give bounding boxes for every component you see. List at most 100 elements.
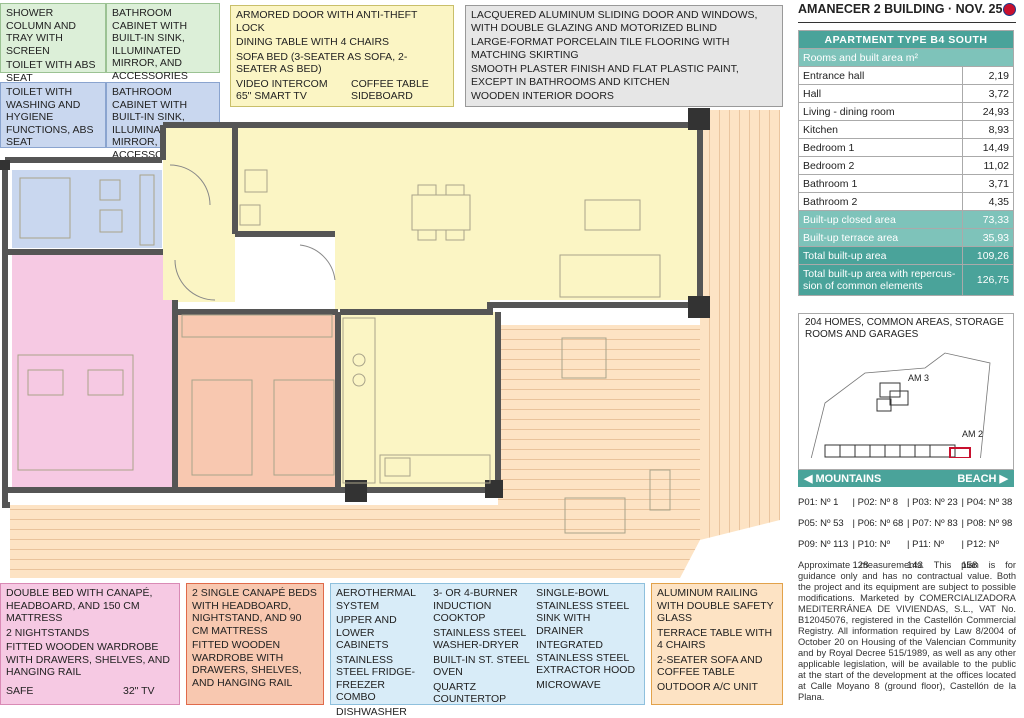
room-name: Entrance hall [799, 67, 963, 85]
terrace-floor [700, 110, 780, 540]
mountains-label: MOUNTAINS [816, 473, 882, 485]
room-name: Hall [799, 85, 963, 103]
terrace-line: 2-SEATER SOFA AND COFFEE TABLE [657, 654, 777, 679]
portal-item: P01: Nº 1 [798, 492, 853, 513]
beach-label: BEACH [957, 473, 996, 485]
room-area: 11,02 [963, 157, 1014, 175]
terrace-line: TERRACE TABLE WITH 4 CHAIRS [657, 627, 777, 652]
area-table-title: APARTMENT TYPE B4 SOUTH [799, 31, 1014, 49]
bath1-cabinet-line: BATHROOM CABINET WITH BUILT-IN SINK, ILL… [112, 7, 214, 82]
area-table: APARTMENT TYPE B4 SOUTH Rooms and built … [798, 30, 1014, 296]
room-area: 3,72 [963, 85, 1014, 103]
living-line: ARMORED DOOR WITH ANTI-THEFT LOCK [236, 9, 448, 34]
kitchen-line: 3- OR 4-BURNER INDUCTION COOKTOP [433, 587, 530, 625]
kitchen-col: AEROTHERMAL SYSTEM UPPER AND LOWER CABIN… [336, 587, 427, 701]
total-name: Built-up closed area [799, 211, 963, 229]
grand-total-line: sion of common elements [803, 280, 923, 292]
kitchen-line: STAINLESS STEEL FRIDGE-FREEZER COMBO [336, 654, 427, 704]
floor-plan [0, 108, 790, 578]
kitchen-line: QUARTZ COUNTERTOP [433, 681, 530, 706]
bedroom2-line: 2 SINGLE CANAPÉ BEDS WITH HEADBOARD, NIG… [192, 587, 318, 637]
total-value: 109,26 [963, 247, 1014, 265]
living-line: DINING TABLE WITH 4 CHAIRS [236, 36, 448, 49]
room-name: Bathroom 2 [799, 193, 963, 211]
bedroom1-item: SAFE [6, 685, 123, 698]
terrace-line: OUTDOOR A/C UNIT [657, 681, 777, 694]
bath1-line: SHOWER COLUMN AND TRAY WITH SCREEN [6, 7, 100, 57]
hall-floor [163, 160, 235, 302]
room-name: Bedroom 1 [799, 139, 963, 157]
kitchen-line: BUILT-IN ST. STEEL OVEN [433, 654, 530, 679]
portal-item: | P03: Nº 23 [907, 492, 962, 513]
grand-total-line: Total built-up area with repercus- [803, 268, 955, 280]
general-line: SMOOTH PLASTER FINISH AND FLAT PLASTIC P… [471, 63, 777, 88]
portal-item: | P02: Nº 8 [853, 492, 908, 513]
total-value: 73,33 [963, 211, 1014, 229]
portal-item: | P08: Nº 98 [962, 513, 1017, 534]
bath1-cabinet-features: BATHROOM CABINET WITH BUILT-IN SINK, ILL… [106, 3, 220, 73]
grand-total-name: Total built-up area with repercus-sion o… [799, 265, 963, 296]
total-name: Built-up terrace area [799, 229, 963, 247]
living-line: SOFA BED (3-SEATER AS SOFA, 2-SEATER AS … [236, 51, 448, 76]
room-name: Kitchen [799, 121, 963, 139]
kitchen-line: AEROTHERMAL SYSTEM [336, 587, 427, 612]
general-line: LARGE-FORMAT PORCELAIN TILE FLOORING WIT… [471, 36, 777, 61]
bedroom1-features: DOUBLE BED WITH CANAPÉ, HEADBOARD, AND 1… [0, 583, 180, 705]
living-features: ARMORED DOOR WITH ANTI-THEFT LOCK DINING… [230, 5, 454, 107]
room-area: 2,19 [963, 67, 1014, 85]
bedroom1-floor [12, 255, 175, 487]
kitchen-line: SINGLE-BOWL STAINLESS STEEL SINK WITH DR… [536, 587, 639, 637]
legal-disclaimer: Approximate measurements. This plan is f… [798, 560, 1016, 703]
room-area: 24,93 [963, 103, 1014, 121]
site-plan-panel: 204 HOMES, COMMON AREAS, STORAGE ROOMS A… [798, 313, 1014, 470]
kitchen-col: 3- OR 4-BURNER INDUCTION COOKTOP STAINLE… [433, 587, 530, 701]
orientation-bar: ◀ MOUNTAINS BEACH ▶ [798, 470, 1014, 487]
kitchen-line: INTEGRATED STAINLESS STEEL EXTRACTOR HOO… [536, 639, 639, 677]
bedroom2-line: FITTED WOODEN WARDROBE WITH DRAWERS, SHE… [192, 639, 318, 689]
portal-item: | P04: Nº 38 [962, 492, 1017, 513]
room-area: 3,71 [963, 175, 1014, 193]
am3-label: AM 3 [908, 373, 929, 383]
general-line: LACQUERED ALUMINUM SLIDING DOOR AND WIND… [471, 9, 777, 34]
bedroom1-line: FITTED WOODEN WARDROBE WITH DRAWERS, SHE… [6, 641, 174, 679]
room-name: Bedroom 2 [799, 157, 963, 175]
beach-direction: BEACH ▶ [957, 472, 1008, 485]
room-name: Bathroom 1 [799, 175, 963, 193]
kitchen-features: AEROTHERMAL SYSTEM UPPER AND LOWER CABIN… [330, 583, 645, 705]
living-item: COFFEE TABLE [351, 78, 429, 91]
kitchen-line: MICROWAVE [536, 679, 639, 692]
am2-label: AM 2 [962, 429, 983, 439]
portal-item: | P07: Nº 83 [907, 513, 962, 534]
terrace-floor [0, 505, 700, 578]
bedroom1-line: DOUBLE BED WITH CANAPÉ, HEADBOARD, AND 1… [6, 587, 174, 625]
bedroom1-line: 2 NIGHTSTANDS [6, 627, 174, 640]
mountains-direction: ◀ MOUNTAINS [804, 472, 881, 485]
room-area: 4,35 [963, 193, 1014, 211]
page-title: AMANECER 2 BUILDING · NOV. 25 [798, 2, 1002, 16]
page-title-bar: AMANECER 2 BUILDING · NOV. 25 [798, 2, 1016, 16]
site-plan-map: AM 3 AM 2 [805, 343, 1009, 458]
kitchen-line: DISHWASHER [336, 706, 427, 718]
room-area: 8,93 [963, 121, 1014, 139]
total-value: 35,93 [963, 229, 1014, 247]
kitchen-floor [340, 312, 498, 487]
terrace-line: ALUMINUM RAILING WITH DOUBLE SAFETY GLAS… [657, 587, 777, 625]
kitchen-line: STAINLESS STEEL WASHER-DRYER [433, 627, 530, 652]
terrace-features: ALUMINUM RAILING WITH DOUBLE SAFETY GLAS… [651, 583, 783, 705]
uk-flag-icon[interactable] [1003, 3, 1016, 16]
living-item: VIDEO INTERCOM [236, 78, 351, 91]
